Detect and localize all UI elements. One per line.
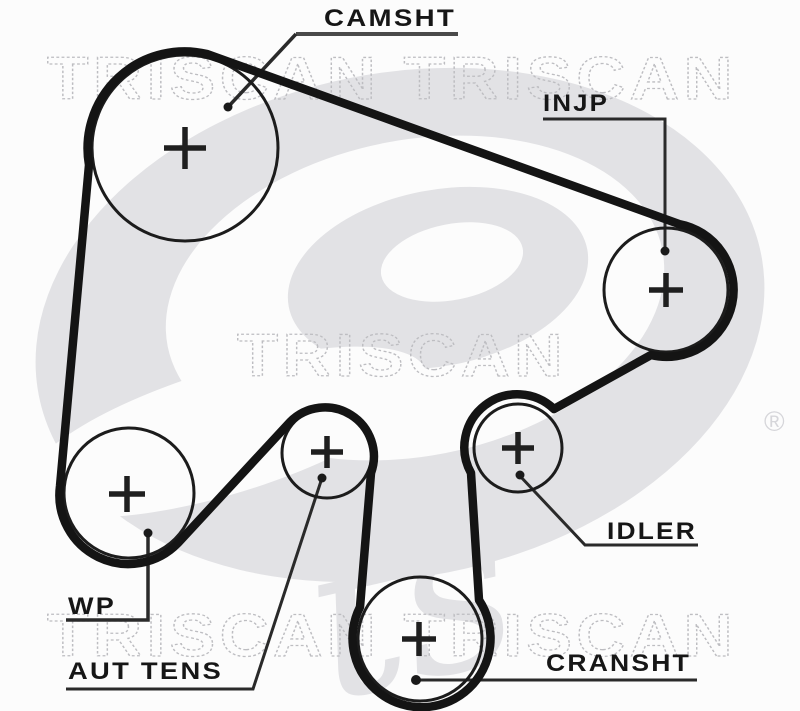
crankshaft-label: CRANSHT: [546, 650, 691, 677]
camshaft-center-cross: [164, 127, 206, 169]
water-pump-label: WP: [68, 593, 116, 620]
camshaft-leader-dot: [223, 102, 233, 112]
injection-pump-leader-line: [543, 117, 667, 251]
tensioner-leader-dot: [317, 473, 327, 483]
camshaft-label: CAMSHT: [324, 5, 456, 32]
crankshaft-center-cross: [402, 622, 436, 656]
pulley-center-crosses: [109, 127, 683, 656]
injection-pump-label: INJP: [543, 90, 609, 117]
injection-pump-pulley: [602, 226, 730, 354]
registered-trademark-icon: ®: [764, 406, 785, 437]
idler-leader-line: [518, 474, 698, 547]
timing-belt: [55, 47, 738, 711]
water-pump-center-cross: [109, 476, 145, 512]
crankshaft-pulley: [356, 575, 484, 703]
idler-leader-dot: [515, 470, 525, 480]
tensioner-label: AUT TENS: [68, 658, 223, 685]
water-pump-pulley: [62, 426, 196, 560]
gates-swash-cut-3: [23, 346, 427, 518]
crankshaft-leader-dot: [411, 675, 421, 685]
leader-dots: [143, 102, 670, 685]
idler-center-cross: [502, 432, 534, 464]
tensioner-center-cross: [311, 436, 343, 468]
gates-logo-watermark: ts ®: [23, 67, 785, 711]
water-pump-leader-dot: [143, 528, 153, 538]
pulley-labels: CAMSHT INJP IDLER CRANSHT WP AUT TENS: [68, 5, 697, 685]
gates-swash-cut-2: [380, 222, 524, 302]
idler-pulley: [472, 402, 564, 494]
triscan-watermark-bottom: TRISCAN TRISCAN: [47, 602, 737, 669]
idler-label: IDLER: [607, 518, 697, 545]
triscan-watermark-middle: TRISCAN: [237, 322, 567, 389]
tensioner-leader-line: [66, 477, 324, 691]
injection-pump-leader-dot: [660, 246, 670, 256]
injection-pump-center-cross: [649, 273, 683, 307]
